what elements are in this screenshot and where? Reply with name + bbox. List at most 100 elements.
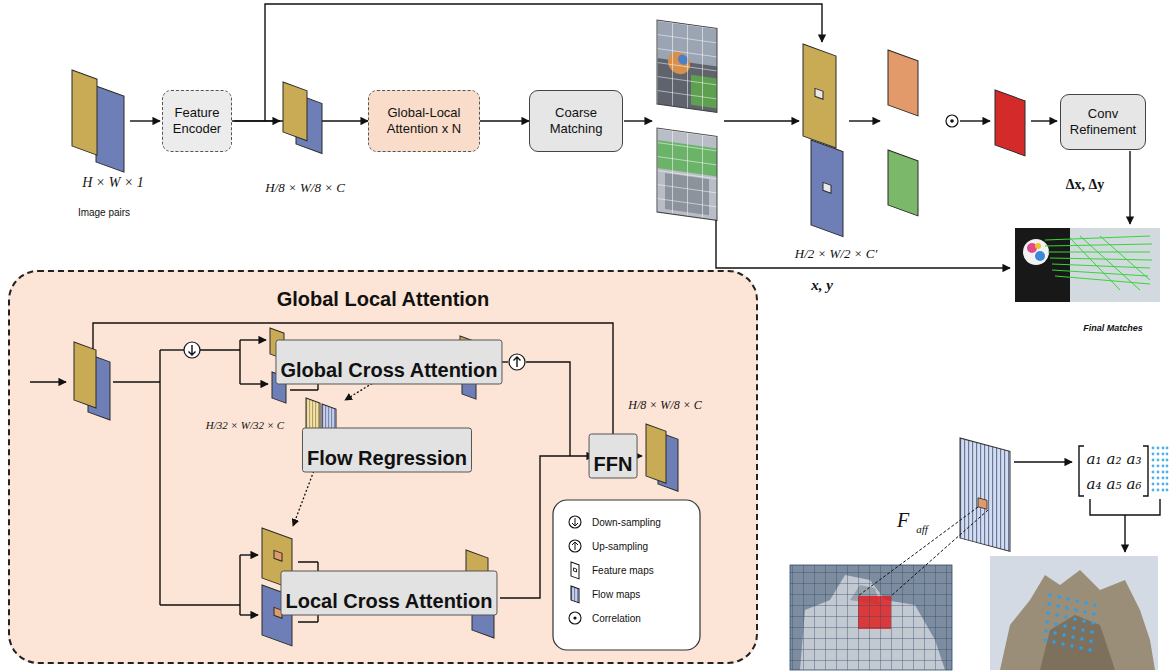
target-photo (1053, 631, 1057, 635)
fine-feature-maps (815, 88, 823, 99)
feature-maps (74, 342, 96, 408)
caption-label: Image pairs (78, 207, 130, 218)
point-grid (1157, 447, 1160, 450)
point-grid (1157, 489, 1160, 492)
point-grid (1166, 471, 1169, 474)
correlation-symbol (946, 115, 958, 127)
legend-entry: Feature maps (592, 565, 654, 576)
arrow (624, 120, 652, 121)
feature-maps (283, 82, 307, 141)
grid-photo (657, 128, 717, 220)
legend-symbol (572, 542, 578, 550)
arrow (849, 121, 880, 122)
target-photo (1065, 606, 1069, 610)
target-photo (1082, 619, 1086, 623)
arrow (716, 220, 1010, 268)
branch-lines (200, 349, 240, 350)
target-photo (1043, 638, 1047, 642)
legend-symbol (569, 516, 581, 528)
module-panel: Global Local AttentionGlobal Cross Atten… (8, 270, 758, 664)
arrow (130, 120, 160, 121)
legend-entry: Up-sampling (592, 541, 648, 552)
panel-ground (8, 270, 758, 664)
target-photo (1055, 613, 1059, 617)
matrix-entry: a₃ (1127, 450, 1142, 468)
point-grid (1162, 459, 1165, 462)
affine-feature-map (960, 438, 1010, 551)
point-grid (1152, 453, 1155, 456)
target-photo (1047, 602, 1051, 606)
target-photo (1089, 639, 1093, 643)
join-lines (526, 362, 570, 456)
legend-label: Feature maps (592, 565, 654, 576)
target-photo (990, 556, 1158, 670)
fine-feature-maps (803, 44, 843, 237)
box-label: Flow Regression (307, 447, 467, 470)
arrow (1031, 120, 1057, 121)
fine-feature-maps (823, 182, 831, 193)
dimension-label: H/8 × W/8 × C (628, 398, 702, 413)
arrow (624, 121, 652, 122)
target-photo (1000, 570, 1155, 670)
legend-symbol (569, 540, 581, 552)
legend-label: Flow maps (592, 589, 640, 600)
grid-photo (657, 20, 717, 112)
fine-feature-maps (803, 44, 836, 148)
legend-label: Correlation (592, 613, 641, 624)
point-grid (1166, 459, 1169, 462)
legend-symbol (574, 568, 577, 572)
window-features (888, 150, 918, 216)
target-photo (1045, 620, 1049, 624)
target-photo (1081, 628, 1085, 632)
symbol-label: F (897, 509, 909, 532)
target-photo (1073, 617, 1077, 621)
point-grid (1166, 447, 1169, 450)
box-label: FFN (594, 453, 633, 476)
legend-entry: Flow maps (592, 589, 640, 600)
attention-stack-box: Global-Local Attention x N (368, 90, 480, 152)
branch-lines (159, 350, 160, 605)
branch-lines (240, 339, 266, 340)
grid-photo (657, 20, 717, 112)
bracket-line (1090, 499, 1160, 552)
point-grid (1152, 471, 1155, 474)
coordinate-label: x, y (811, 277, 833, 294)
match-image (1015, 228, 1160, 302)
legend-entry: Correlation (592, 613, 641, 624)
matrix-entry: a₂ (1107, 450, 1122, 468)
matrix-entry: a₅ (1107, 475, 1122, 493)
legend-symbol (569, 612, 581, 624)
branch-lines (240, 554, 258, 555)
point-grid (1152, 447, 1155, 450)
arrow (1014, 461, 1072, 462)
feature-maps (74, 342, 110, 420)
target-photo (1066, 597, 1070, 601)
dimension-label: H/2 × W/2 × C′ (795, 246, 878, 262)
window-features (888, 50, 918, 216)
target-photo (1092, 612, 1096, 616)
matrix-entry: a₁ (1087, 450, 1102, 468)
window-features (888, 50, 918, 116)
target-photo (1072, 626, 1076, 630)
box-label: Coarse Matching (536, 105, 616, 136)
target-photo (1056, 604, 1060, 608)
branch-lines (240, 383, 268, 384)
panel-ground (8, 270, 758, 664)
target-photo (1074, 608, 1078, 612)
target-photo (1061, 642, 1065, 646)
feature-maps (283, 82, 307, 141)
dimension-label: H/32 × W/32 × C (206, 419, 284, 431)
attention-box: Global Cross Attention (275, 340, 502, 385)
arrow (1031, 121, 1057, 122)
process-box: Conv Refinement (1060, 94, 1146, 150)
point-grid (1162, 447, 1165, 450)
arrow (960, 121, 990, 122)
point-grid (1162, 483, 1165, 486)
point-grid (1166, 489, 1169, 492)
correlation-map (995, 90, 1025, 156)
target-photo (1052, 640, 1056, 644)
point-grid (1152, 483, 1155, 486)
point-grid (1162, 477, 1165, 480)
point-grid (1152, 477, 1155, 480)
target-photo (1057, 595, 1061, 599)
